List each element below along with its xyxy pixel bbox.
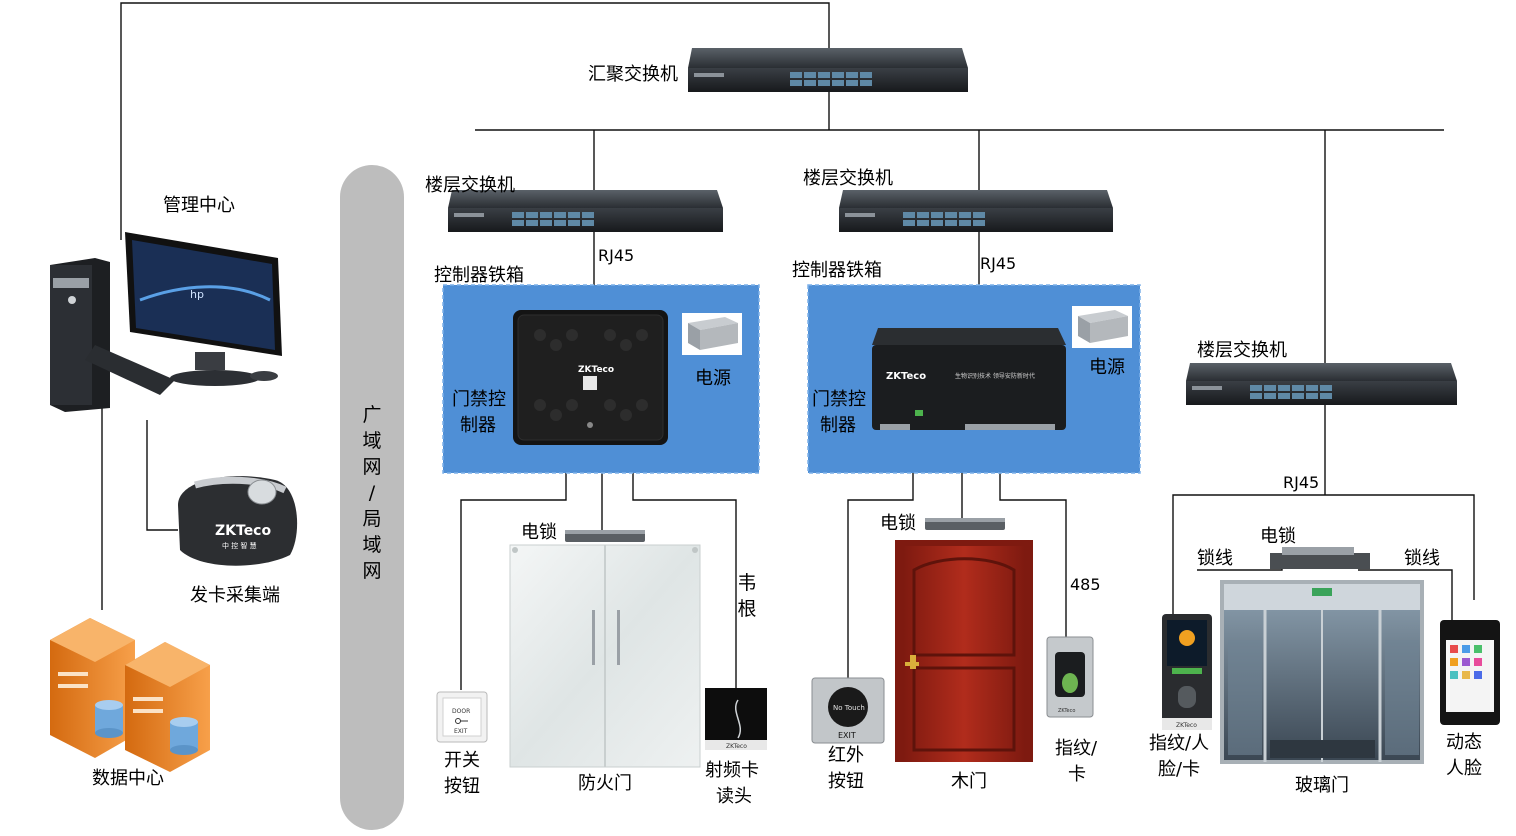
glass-door: [1220, 580, 1424, 764]
ir-exit: EXIT: [838, 731, 856, 740]
elock-1-label: 电锁: [521, 522, 557, 543]
ir-no-touch: No Touch: [833, 704, 865, 712]
wan-char: 局: [362, 508, 382, 530]
glass-door-label: 玻璃门: [1295, 775, 1349, 796]
wan-lan-label: 广 域 网 / 局 域 网: [360, 402, 384, 584]
lock-wire-2-label: 锁线: [1404, 548, 1440, 569]
dynamic-face-label-line2: 人脸: [1446, 758, 1482, 779]
exit-button-exit: EXIT: [454, 728, 468, 735]
reader-brand: ZKTeco: [726, 743, 747, 750]
management-pc: hp: [50, 232, 282, 412]
data-center-servers: [50, 618, 210, 772]
core-switch: [688, 48, 968, 92]
floor-switch-2: [839, 190, 1113, 232]
ctrl2-brand: ZKTeco: [886, 371, 926, 382]
wiegand-char: 根: [737, 598, 757, 620]
enroll-brand-cn: 中 控 智 慧: [222, 541, 257, 550]
management-center-label: 管理中心: [163, 195, 235, 216]
wan-char: 网: [362, 560, 382, 582]
fingerprint-card-reader: ZKTeco: [1046, 636, 1094, 718]
database-icon: [95, 700, 123, 738]
fire-door-label: 防火门: [578, 773, 632, 794]
exit-button-label-line1: 开关: [444, 750, 480, 771]
exit-button: DOOR EXIT: [436, 691, 488, 743]
ir-button-label-line2: 按钮: [828, 771, 864, 792]
ctrl2-cn-text: 生物识别技术 领导安防新时代: [955, 372, 1035, 380]
exit-button-door: DOOR: [452, 708, 470, 715]
card-enroll-device: ZKTeco 中 控 智 慧: [178, 476, 298, 566]
floor-switch-3: [1186, 363, 1457, 405]
hp-logo: hp: [190, 288, 204, 301]
card-enroll-label: 发卡采集端: [190, 585, 280, 606]
dynamic-face-label-line1: 动态: [1446, 732, 1482, 753]
ir-button-label-line1: 红外: [828, 745, 864, 766]
floor-switch-1-label: 楼层交换机: [425, 175, 515, 196]
fp-face-card-label-line1: 指纹/人: [1149, 733, 1210, 754]
floor-switch-2-label: 楼层交换机: [803, 168, 893, 189]
rj45-label-3: RJ45: [1283, 473, 1320, 492]
wiegand-char: 韦: [737, 572, 757, 594]
controller-box-1-label: 控制器铁箱: [434, 265, 524, 286]
database-icon: [170, 717, 198, 755]
rs485-label: 485: [1070, 575, 1101, 594]
enroll-brand: ZKTeco: [215, 523, 271, 539]
wan-char: /: [368, 482, 376, 504]
wan-char: 广: [362, 404, 382, 426]
floor-switch-3-label: 楼层交换机: [1197, 340, 1287, 361]
wan-lan-band: [340, 165, 404, 830]
fingerprint-face-card-terminal: ZKTeco: [1162, 614, 1212, 730]
core-switch-label: 汇聚交换机: [588, 64, 678, 85]
fire-door: [509, 544, 701, 768]
electric-lock-3: [1270, 547, 1370, 569]
electric-lock-1: [565, 530, 645, 542]
power-supply-1: [682, 313, 742, 355]
power-2-label: 电源: [1089, 357, 1125, 378]
controller-1-label-line2: 制器: [460, 415, 496, 436]
rf-reader-label-line2: 读头: [716, 786, 752, 807]
wan-char: 域: [362, 534, 382, 556]
rf-reader-label-line1: 射频卡: [705, 760, 759, 781]
line-lockwire-right: [1358, 569, 1453, 620]
controller-1-label-line1: 门禁控: [452, 389, 506, 410]
controller-box-2-label: 控制器铁箱: [792, 260, 882, 281]
lock-wire-1-label: 锁线: [1197, 548, 1233, 569]
wood-door: [895, 540, 1033, 762]
elock-2-label: 电锁: [880, 513, 916, 534]
rj45-label-1: RJ45: [598, 246, 635, 265]
rj45-label-2: RJ45: [980, 254, 1017, 273]
infrared-exit-button: No Touch EXIT: [811, 677, 885, 744]
dynamic-face-terminal: [1440, 620, 1500, 725]
ctrl1-brand: ZKTeco: [578, 365, 614, 375]
power-1-label: 电源: [695, 368, 731, 389]
data-center-label: 数据中心: [92, 768, 164, 789]
elock-3-label: 电锁: [1260, 526, 1296, 547]
line-mgmt-to-core: [120, 2, 830, 240]
wan-char: 网: [362, 456, 382, 478]
controller-2-label-line2: 制器: [820, 415, 856, 436]
fp-card-label-line2: 卡: [1068, 764, 1086, 785]
access-controller-1: ZKTeco: [513, 310, 668, 445]
floor-switch-1: [448, 190, 723, 232]
fp-card-label-line1: 指纹/: [1055, 738, 1098, 759]
power-supply-2: [1072, 306, 1132, 348]
access-controller-2: ZKTeco 生物识别技术 领导安防新时代: [872, 328, 1066, 430]
line-fs3-split: [1172, 494, 1475, 620]
controller-2-label-line1: 门禁控: [812, 389, 866, 410]
wan-char: 域: [362, 430, 382, 452]
fp-brand: ZKTeco: [1058, 708, 1075, 714]
terminal-brand: ZKTeco: [1176, 722, 1197, 729]
exit-button-label-line2: 按钮: [444, 776, 480, 797]
rf-card-reader: ZKTeco: [705, 688, 767, 750]
wiegand-label: 韦 根: [735, 570, 759, 622]
line-pc-to-enroll: [146, 420, 178, 531]
fp-face-card-label-line2: 脸/卡: [1158, 759, 1201, 780]
electric-lock-2: [925, 518, 1005, 530]
wood-door-label: 木门: [951, 771, 987, 792]
